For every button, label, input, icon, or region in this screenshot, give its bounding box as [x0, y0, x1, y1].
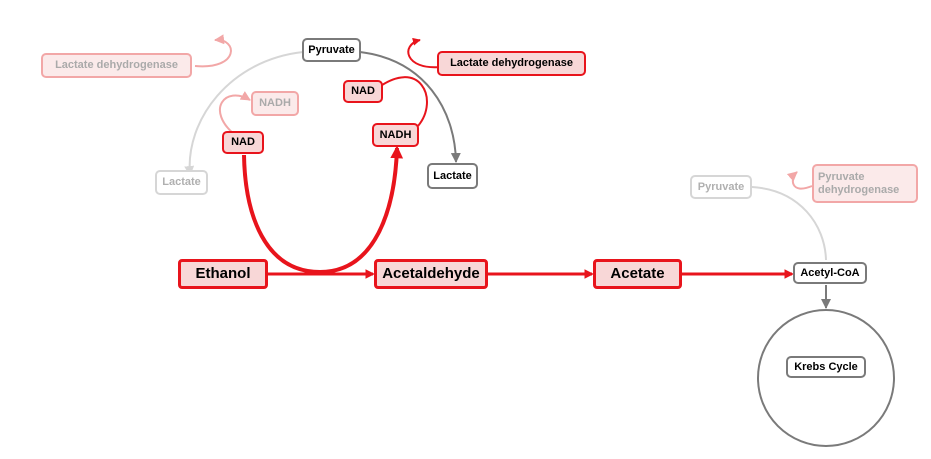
- pyruvate-top-node: Pyruvate: [302, 38, 361, 62]
- nad-left-node: NAD: [222, 131, 264, 154]
- nad-nadh-arc: [242, 145, 404, 275]
- pyruvate-lactate-arc-faint: [184, 51, 304, 176]
- ethanol-node: Ethanol: [178, 259, 268, 289]
- nadh-left-loop: [218, 91, 251, 136]
- pyruvate-acetylcoa-arc-faint: [751, 186, 827, 261]
- nadh-left-node: NADH: [251, 91, 299, 116]
- acetate-node: Acetate: [593, 259, 682, 289]
- lactate-right-node: Lactate: [427, 163, 478, 189]
- ldh-left-node: Lactate dehydrogenase: [41, 53, 192, 78]
- ldh-right-curl: [407, 37, 441, 69]
- ldh-right-node: Lactate dehydrogenase: [437, 51, 586, 76]
- pdh-node: Pyruvate dehydrogenase: [812, 164, 918, 203]
- pyruvate-right-node: Pyruvate: [690, 175, 752, 199]
- krebs-cycle-node: Krebs Cycle: [786, 356, 866, 378]
- krebs-cycle-circle: [757, 309, 895, 447]
- acetyl-coa-node: Acetyl-CoA: [793, 262, 867, 284]
- nad-right-node: NAD: [343, 80, 383, 103]
- lactate-left-node: Lactate: [155, 170, 208, 195]
- pyruvate-lactate-arc: [359, 51, 461, 163]
- pdh-curl: [786, 171, 813, 190]
- nadh-right-node: NADH: [372, 123, 419, 147]
- nadh-nad-loop: [374, 76, 428, 127]
- ldh-left-curl: [194, 34, 232, 68]
- acetaldehyde-node: Acetaldehyde: [374, 259, 488, 289]
